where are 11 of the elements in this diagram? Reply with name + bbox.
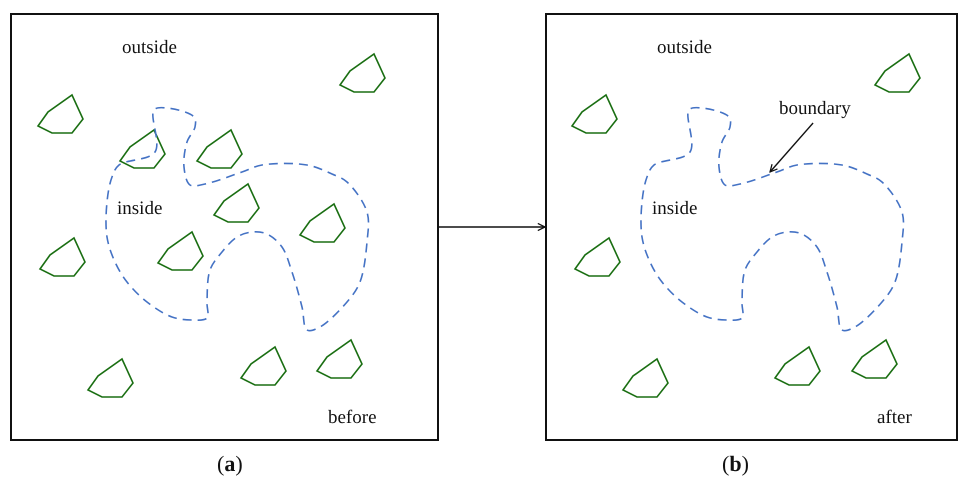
leader-line [769, 122, 814, 173]
region-label: after [877, 408, 912, 429]
region-label: inside [652, 199, 698, 220]
region-label: before [328, 408, 377, 429]
region-label: outside [657, 38, 712, 59]
region-label: inside [117, 199, 162, 220]
arrow [439, 222, 546, 232]
annotation-label: boundary [779, 99, 851, 120]
panel-caption: (a) [217, 451, 243, 477]
panel-caption: (b) [722, 451, 749, 477]
region-label: outside [122, 38, 177, 59]
